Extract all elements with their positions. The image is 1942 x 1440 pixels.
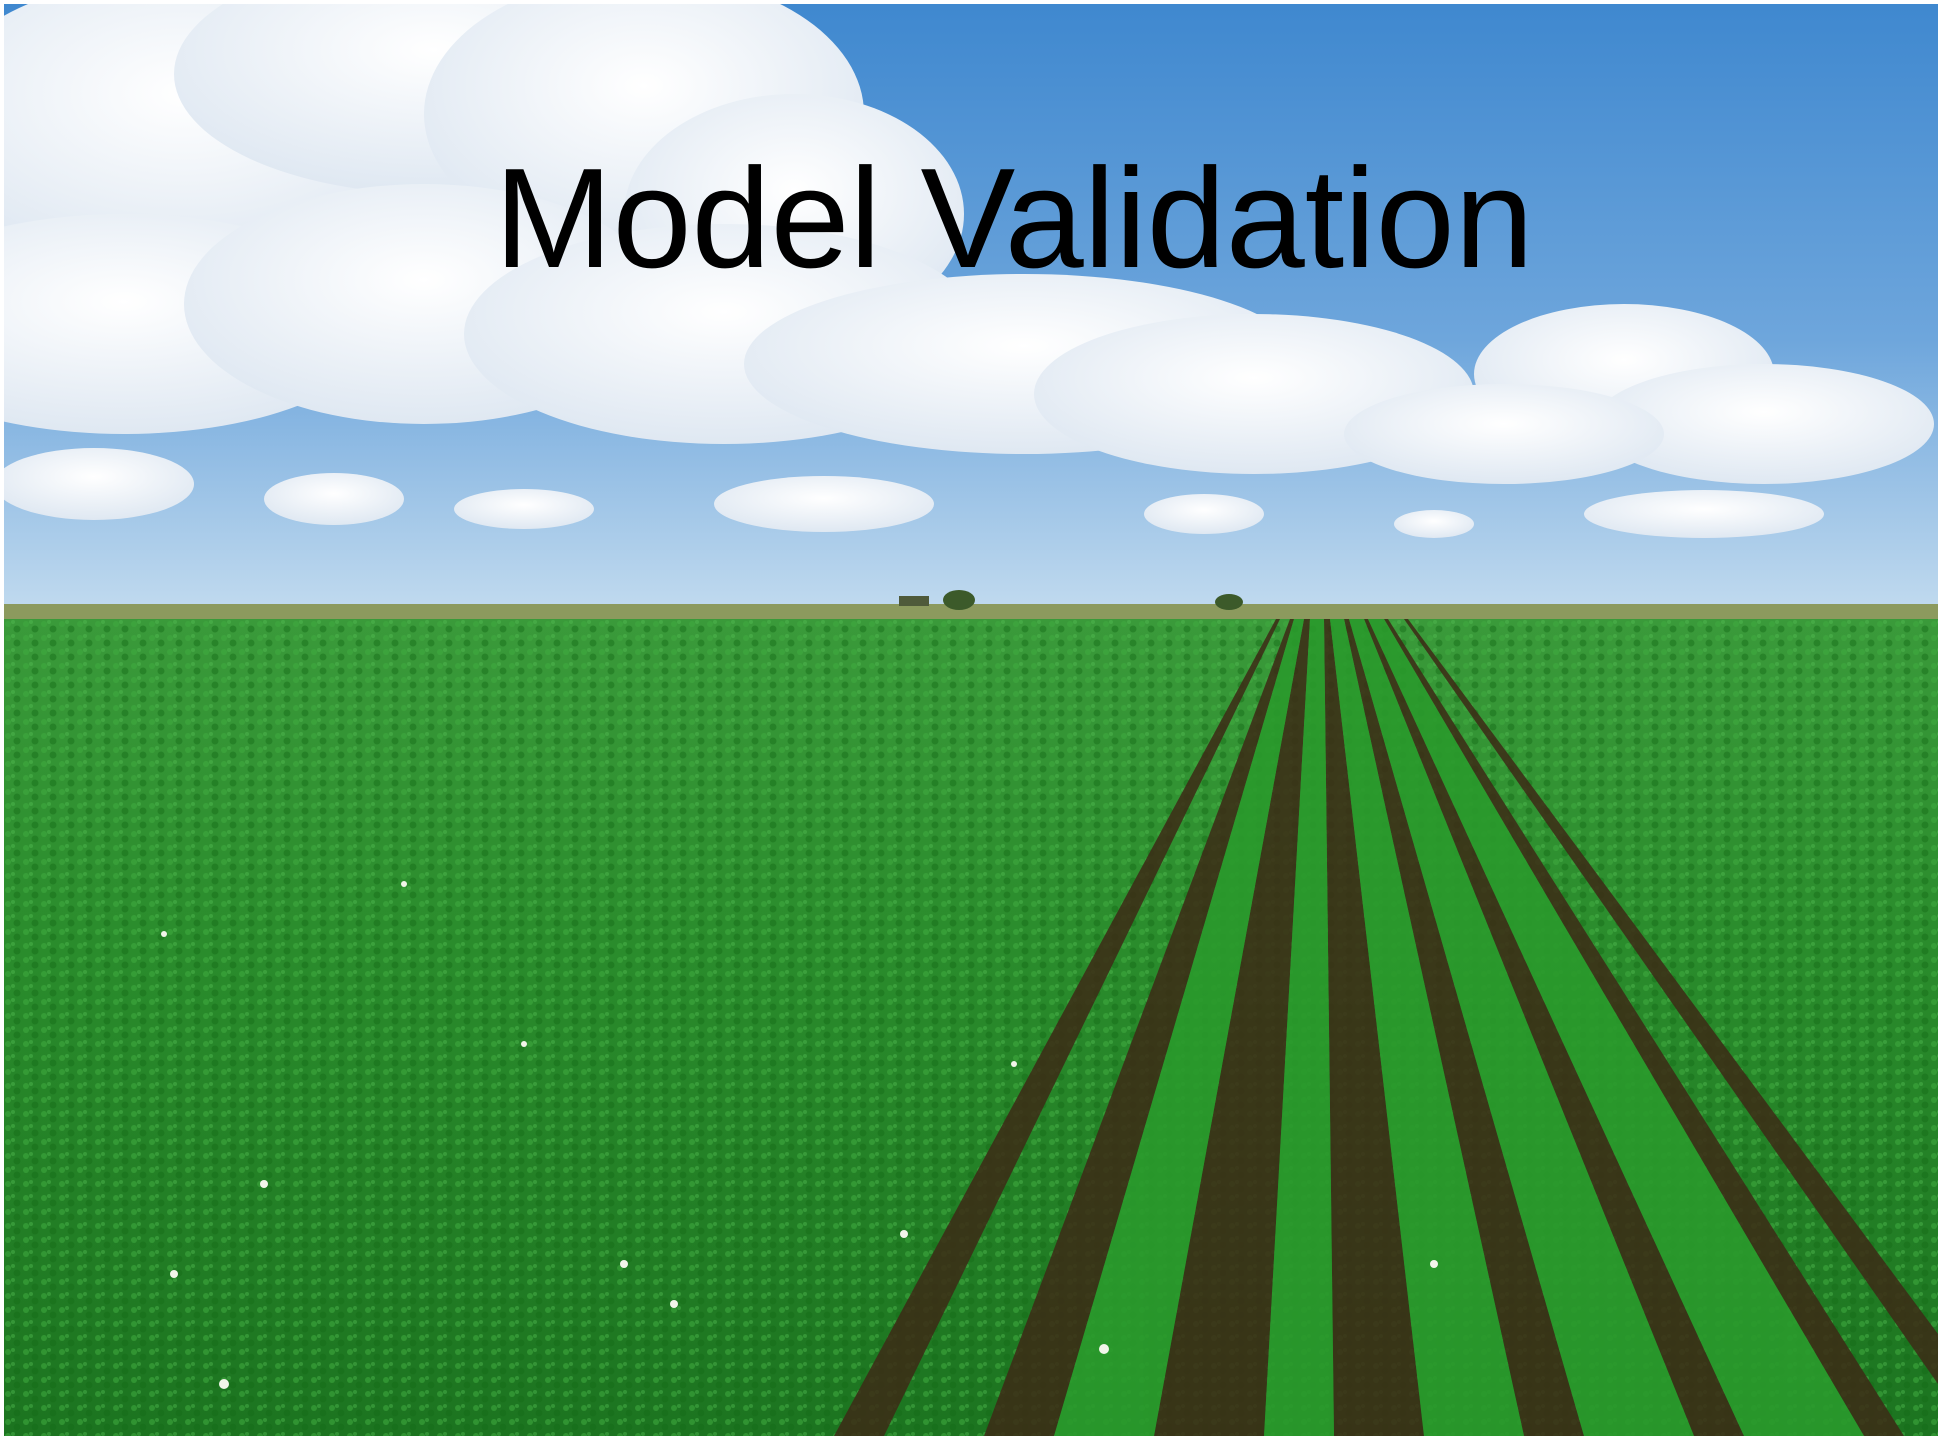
- cotton-blossoms: [161, 881, 1438, 1389]
- soil-furrows: [834, 619, 1938, 1436]
- farm-buildings: [899, 590, 1243, 610]
- horizon: [4, 604, 1938, 622]
- crop-rows: [1054, 619, 1864, 1436]
- clouds: [4, 4, 1934, 538]
- crop-field-photo: [4, 4, 1938, 1436]
- slide-title: Model Validation: [494, 139, 1534, 298]
